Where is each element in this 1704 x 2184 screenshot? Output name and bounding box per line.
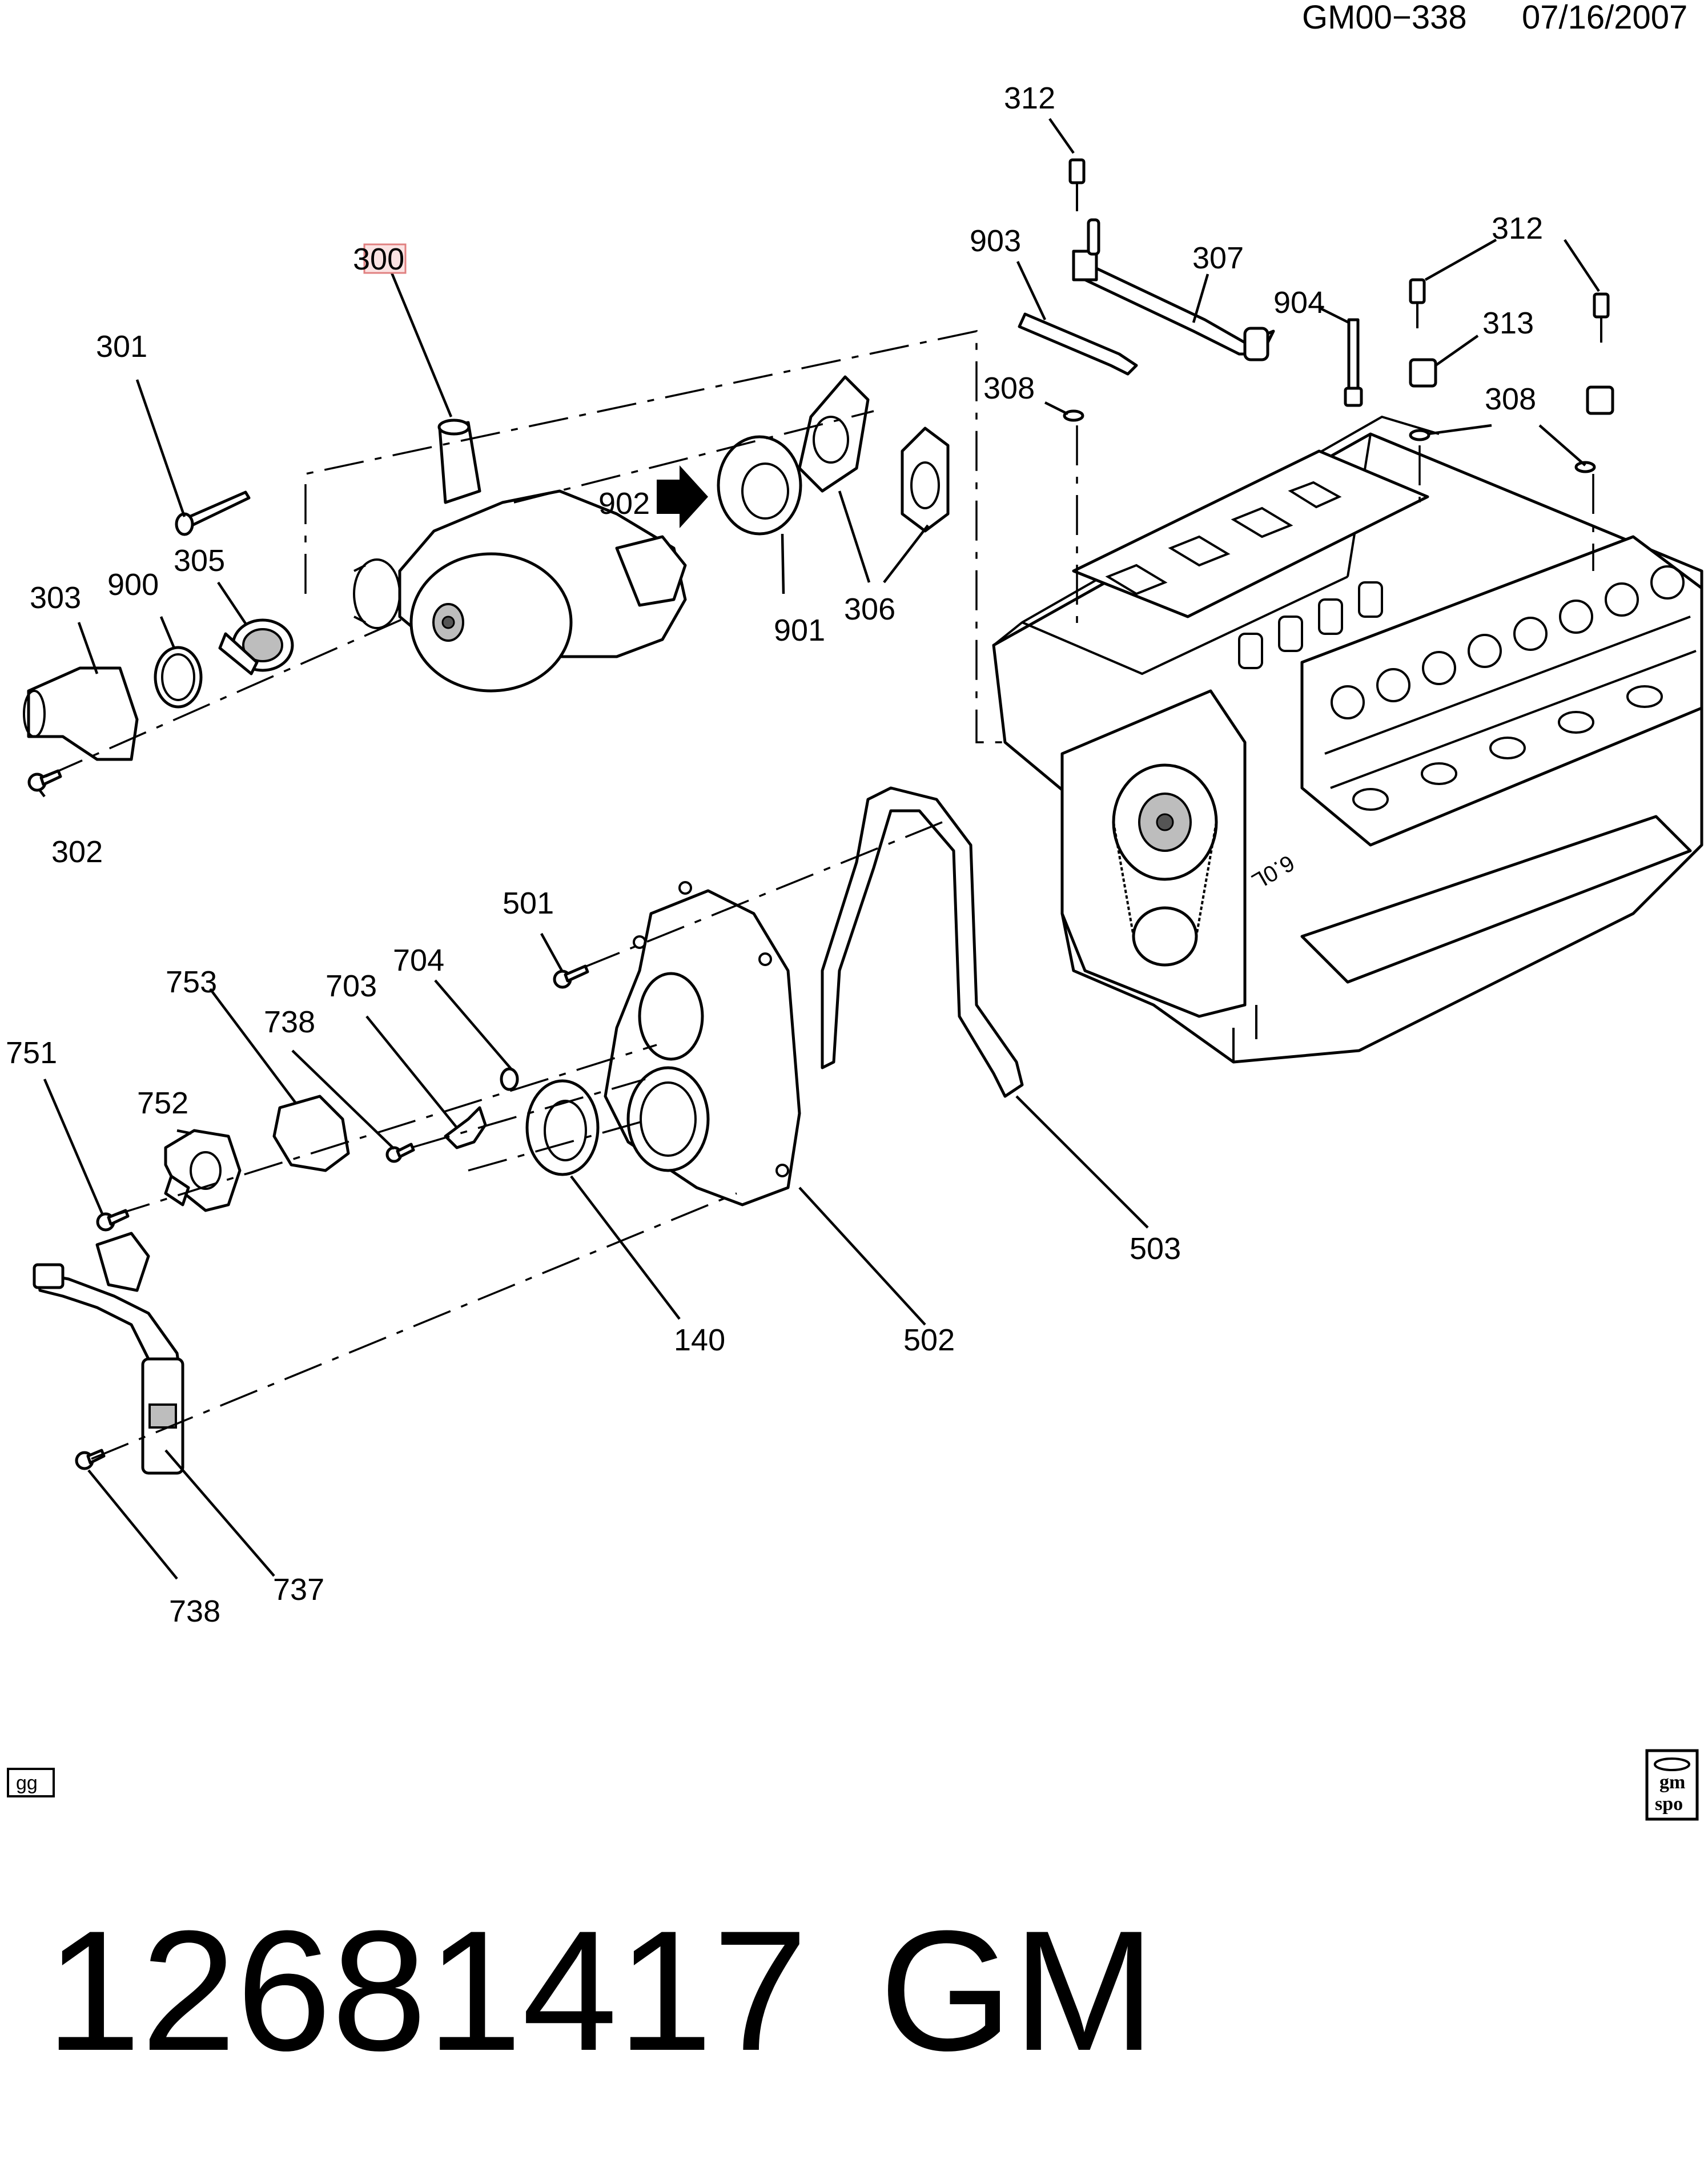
callout-738-lower: 738 [169,1594,220,1628]
drawing-header: GM00−338 07/16/2007 [1302,0,1687,36]
gasket-753 [272,1095,350,1172]
leader-lines [38,118,1600,1580]
callout-753: 753 [166,965,217,999]
bracket-307 [1072,218,1275,361]
sensor-703 [444,1106,487,1149]
callout-312-top: 312 [1004,81,1055,115]
gasket-306-b [901,427,950,533]
callout-737: 737 [273,1572,324,1607]
bolt-312-right-a [1409,278,1426,328]
callout-313: 313 [1482,306,1534,340]
front-cover-gasket-503 [821,786,1024,1098]
callout-503: 503 [1130,1232,1181,1266]
brand-label: GM [879,1895,1155,2086]
gmspo-logo-top: gm [1659,1772,1685,1793]
callout-704: 704 [393,943,444,978]
washer-308-b [1409,429,1430,441]
callout-300: 300 [353,242,404,276]
callout-904: 904 [1273,285,1325,320]
callout-703: 703 [325,969,377,1003]
part-number: 12681417 [46,1895,808,2086]
callout-140: 140 [674,1323,725,1357]
callout-300-highlight [363,243,407,274]
gasket-306-a [798,375,870,493]
callout-900: 900 [107,568,159,602]
washer-308-c [1574,461,1596,473]
callout-752: 752 [137,1086,188,1120]
callout-738-upper: 738 [264,1005,315,1039]
bolt-302 [27,769,62,792]
drawing-date: 07/16/2007 [1522,0,1687,36]
callout-502: 502 [903,1323,955,1357]
drawing-id: GM00−338 [1302,0,1467,36]
bolt-501 [553,964,589,989]
screw-738-lower [75,1449,106,1470]
callout-307: 307 [1192,241,1244,275]
stud-904 [1344,318,1363,407]
seal-901 [717,435,802,536]
hose-903 [1018,312,1138,376]
bolt-312-right-b [1593,292,1610,343]
callout-902: 902 [598,486,650,521]
o-ring-704 [500,1067,519,1091]
callout-labels: 312 300 301 305 900 303 302 903 307 904 … [6,81,1543,1628]
callout-751: 751 [6,1036,57,1070]
gg-badge: gg [7,1768,55,1797]
bolt-312-top [1068,158,1086,211]
arrow-902 [657,465,708,528]
bolt-301 [175,490,251,536]
callout-302: 302 [51,835,103,869]
callout-312-right: 312 [1492,211,1543,246]
gmspo-logo: gm spo [1645,1749,1699,1821]
callout-306: 306 [844,592,895,626]
callout-903: 903 [970,224,1021,258]
callout-901: 901 [774,613,825,647]
gmspo-logo-bottom: spo [1655,1793,1683,1815]
water-pump-300 [353,419,687,693]
front-cover-502 [604,881,801,1206]
wiring-harness-737 [33,1232,184,1475]
washer-308-a [1063,409,1084,422]
spacer-313-b [1586,385,1614,415]
engine-block: 6.0L [992,415,1703,1064]
thermostat-housing-303 [23,666,139,761]
callout-301: 301 [96,329,147,364]
gg-badge-text: gg [16,1772,38,1794]
sensor-housing-752 [164,1129,242,1212]
thermostat-305 [218,618,294,675]
callout-308-right: 308 [1485,382,1536,416]
callout-308-left: 308 [983,371,1035,405]
spacer-313-a [1409,358,1437,388]
crankshaft-seal-140 [525,1079,600,1176]
callout-501: 501 [503,886,554,920]
callout-303: 303 [30,581,81,615]
callout-305: 305 [174,544,225,578]
